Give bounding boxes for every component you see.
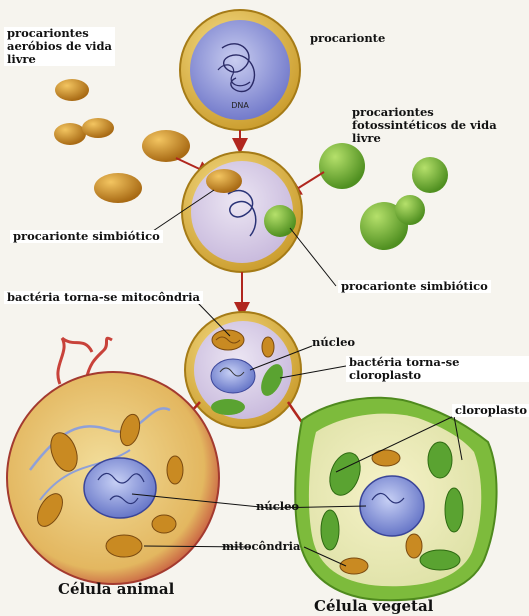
- nucleus: [210, 358, 256, 394]
- animal-cell: [6, 336, 220, 585]
- label-free-photosynthetic-prokaryotes: procariontes fotossintéticos de vida liv…: [352, 105, 497, 145]
- plant-cell: [294, 396, 498, 602]
- label-bacteria-becomes-chloroplast: bactéria torna-se cloroplasto: [346, 356, 529, 382]
- label-symbiotic-prokaryote-right: procarionte simbiótico: [338, 280, 491, 293]
- plant-mitochondria: [339, 449, 423, 575]
- early-eukaryote-cell: [184, 311, 302, 429]
- animal-mitochondria: [37, 413, 184, 558]
- label-mitochondria: mitocôndria: [222, 539, 301, 553]
- caption-plant-cell: Célula vegetal: [314, 597, 434, 615]
- label-prokaryote: procarionte: [310, 31, 386, 45]
- flagellum: [56, 336, 94, 385]
- prokaryote-cell: DNA: [179, 9, 301, 131]
- mitochondrion: [261, 336, 275, 358]
- animal-nucleus: [83, 457, 157, 519]
- plant-chloroplasts: [320, 441, 464, 571]
- label-free-aerobic-prokaryotes: procariontes aeróbios de vida livre: [4, 27, 115, 66]
- leader-lines: [131, 189, 463, 567]
- chloroplast: [211, 399, 245, 415]
- aerobic-bacteria-free: [54, 79, 190, 203]
- dna-strand: [221, 43, 256, 93]
- dna-strand: [227, 189, 257, 237]
- label-bacteria-becomes-mitochondrion: bactéria torna-se mitocôndria: [4, 291, 203, 304]
- photosynthetic-bacteria-free: [319, 143, 448, 250]
- chloroplast: [261, 364, 283, 396]
- plant-nucleus: [359, 475, 425, 537]
- label-symbiotic-prokaryote-left: procarionte simbiótico: [10, 230, 163, 243]
- label-chloroplast: cloroplasto: [452, 404, 529, 417]
- symbiotic-aerobic-bacterium: [206, 169, 242, 193]
- label-nucleus-top: núcleo: [312, 335, 356, 349]
- dna-label: DNA: [231, 101, 249, 110]
- caption-animal-cell: Célula animal: [58, 580, 175, 598]
- symbiotic-host-cell: [181, 151, 303, 273]
- symbiotic-photosynthetic-bacterium: [264, 205, 296, 237]
- label-nucleus-bottom: núcleo: [256, 499, 300, 513]
